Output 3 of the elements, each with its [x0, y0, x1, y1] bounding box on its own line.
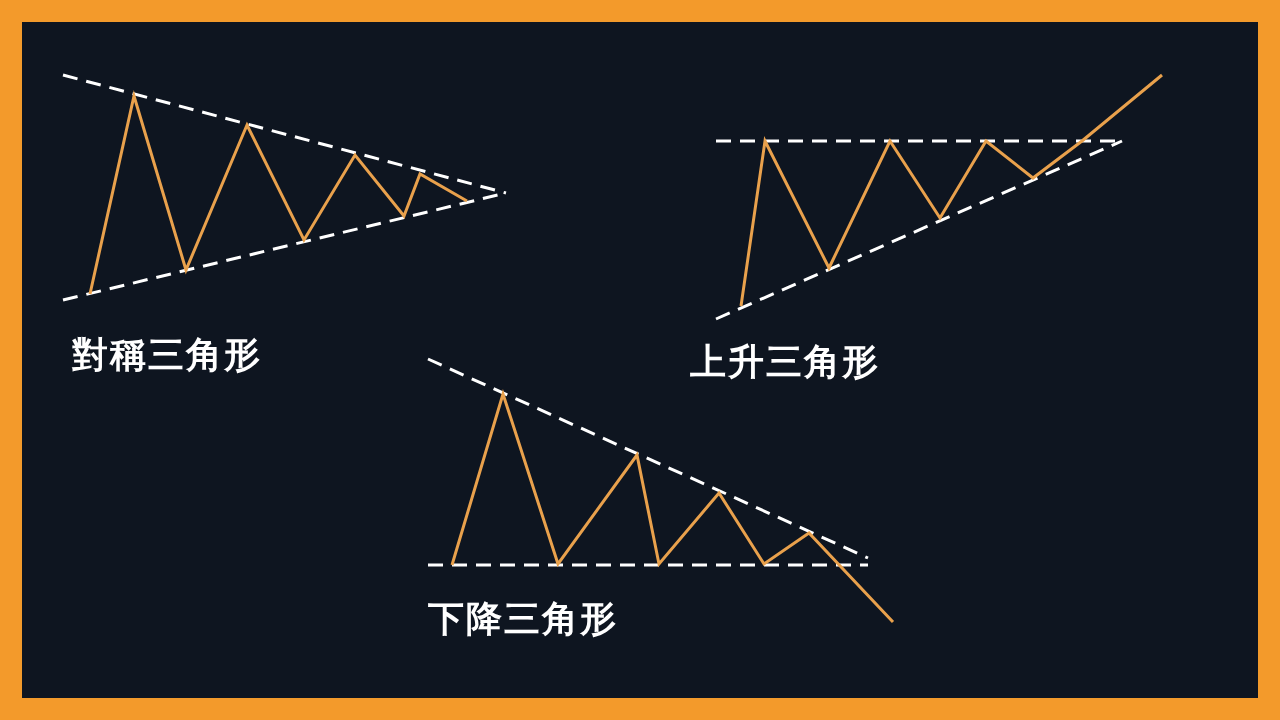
pattern-label: 上升三角形	[690, 341, 880, 383]
pattern-label: 下降三角形	[428, 598, 618, 640]
pattern-label: 對稱三角形	[72, 334, 262, 376]
